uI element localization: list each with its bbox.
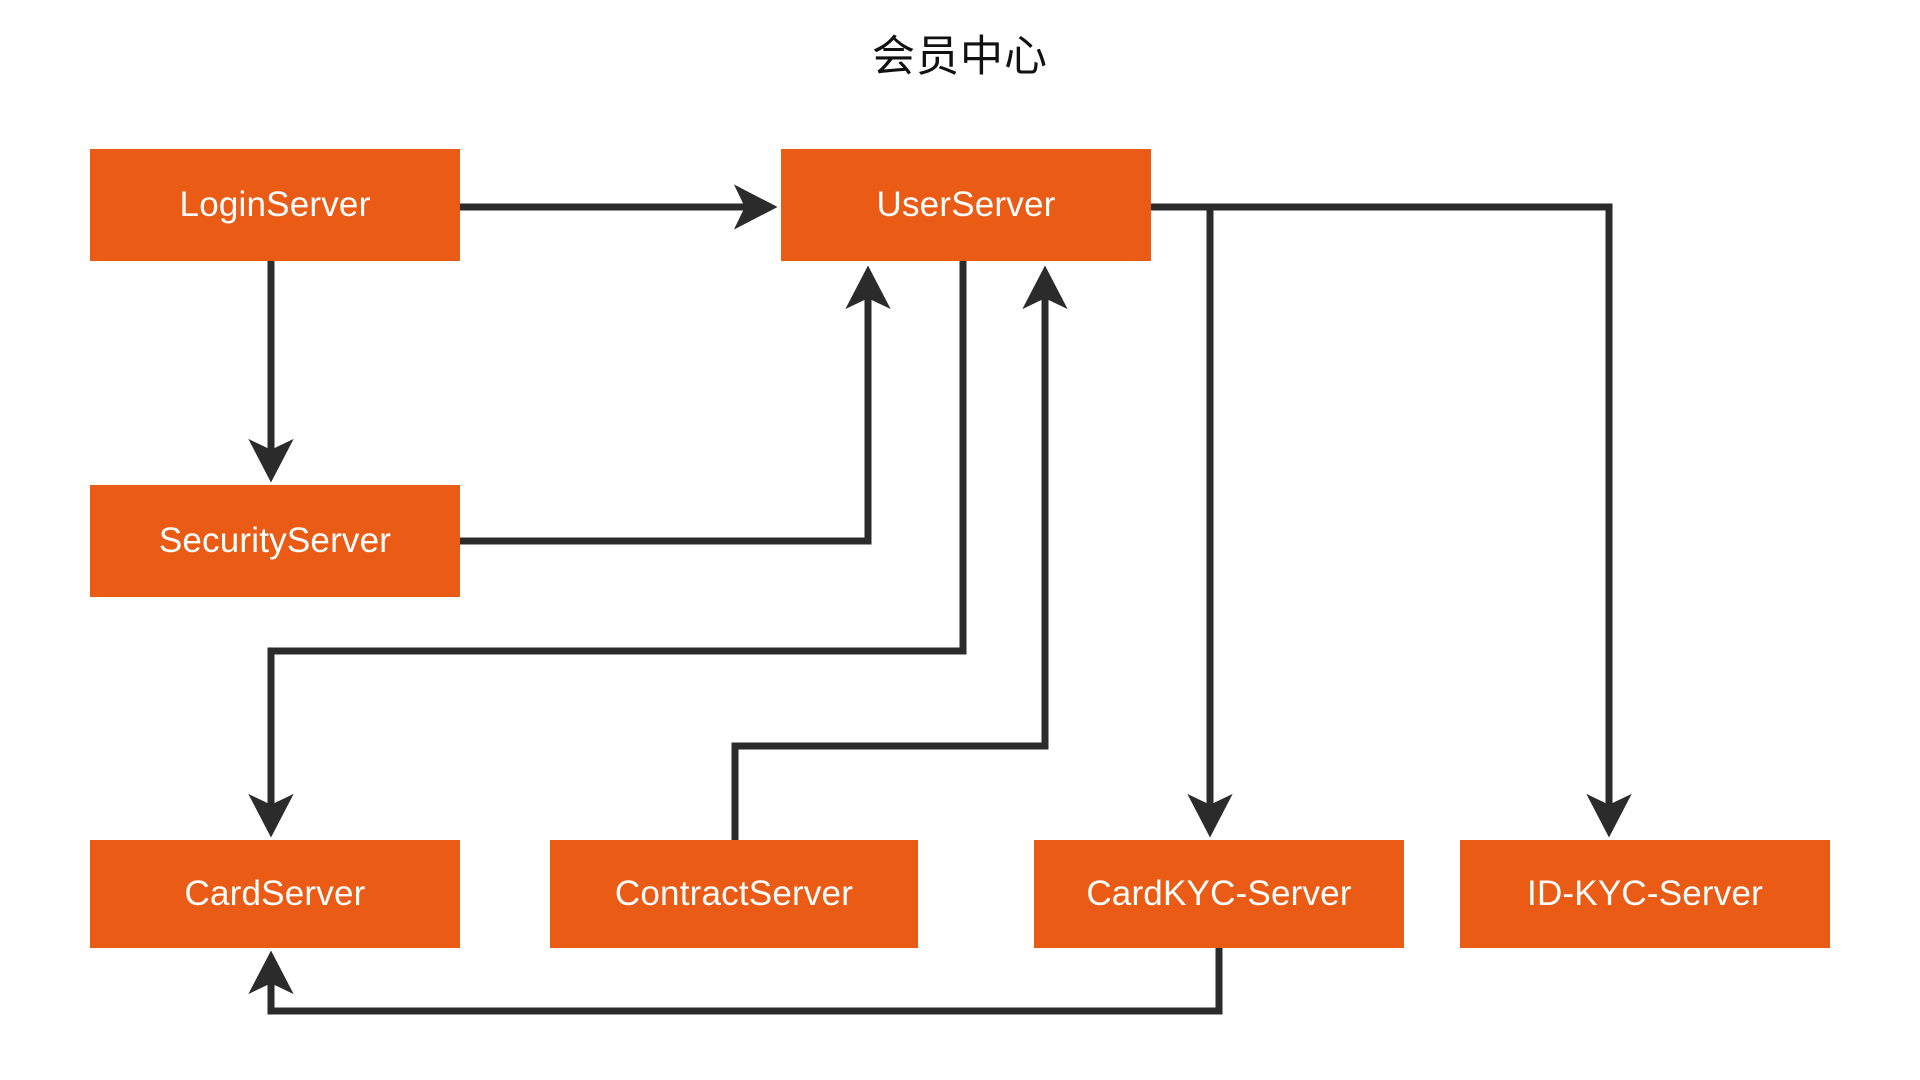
node-contract-server[interactable]: ContractServer [550,840,918,948]
node-login-server-label: LoginServer [179,185,371,224]
page-title: 会员中心 [872,33,1048,81]
node-security-server-label: SecurityServer [158,521,392,560]
edge-user-to-idkyc [1151,203,1632,838]
node-card-server-label: CardServer [184,874,366,913]
node-user-server-label: UserServer [876,185,1056,224]
edge-security-to-user [460,265,891,545]
node-login-server[interactable]: LoginServer [90,149,460,261]
node-contract-server-label: ContractServer [614,874,854,913]
node-security-server[interactable]: SecurityServer [90,485,460,597]
edge-cardkyc-to-card [248,948,1223,1015]
node-card-server[interactable]: CardServer [90,840,460,948]
edge-contract-to-user [731,265,1068,840]
node-cardkyc-server-label: CardKYC-Server [1086,874,1352,913]
node-idkyc-server[interactable]: ID-KYC-Server [1460,840,1830,948]
node-user-server[interactable]: UserServer [781,149,1151,261]
edge-user-to-cardkyc [1151,203,1233,838]
node-cardkyc-server[interactable]: CardKYC-Server [1034,840,1404,948]
edge-user-to-card [248,261,967,838]
node-idkyc-server-label: ID-KYC-Server [1527,874,1763,913]
